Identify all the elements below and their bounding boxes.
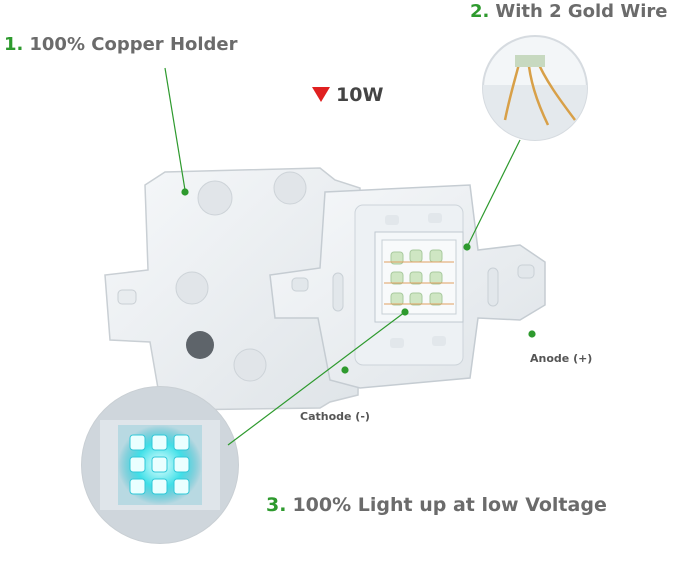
power-rating-text: 10W: [336, 84, 384, 106]
gold-wire-zoom: [482, 35, 588, 141]
light-up-label: 3.100% Light up at low Voltage: [266, 494, 607, 516]
gold-wire-number: 2.: [470, 1, 490, 22]
anode-label: Anode (+): [530, 352, 593, 365]
copper-holder: [104, 167, 361, 411]
power-rating: 10W: [312, 84, 383, 106]
red-triangle-icon: [312, 87, 330, 102]
gold-wire-text: With 2 Gold Wire: [495, 1, 668, 22]
light-up-number: 3.: [266, 494, 287, 516]
copper-holder-number: 1.: [4, 34, 24, 55]
light-up-text: 100% Light up at low Voltage: [292, 494, 607, 516]
gold-wire-label: 2.With 2 Gold Wire: [470, 1, 667, 22]
callout-lines: [164, 67, 536, 446]
copper-holder-text: 100% Copper Holder: [29, 34, 238, 55]
led-chip: [269, 184, 546, 389]
led-glow-zoom: [81, 386, 239, 544]
cathode-label: Cathode (-): [300, 410, 370, 423]
copper-holder-label: 1.100% Copper Holder: [4, 34, 238, 55]
